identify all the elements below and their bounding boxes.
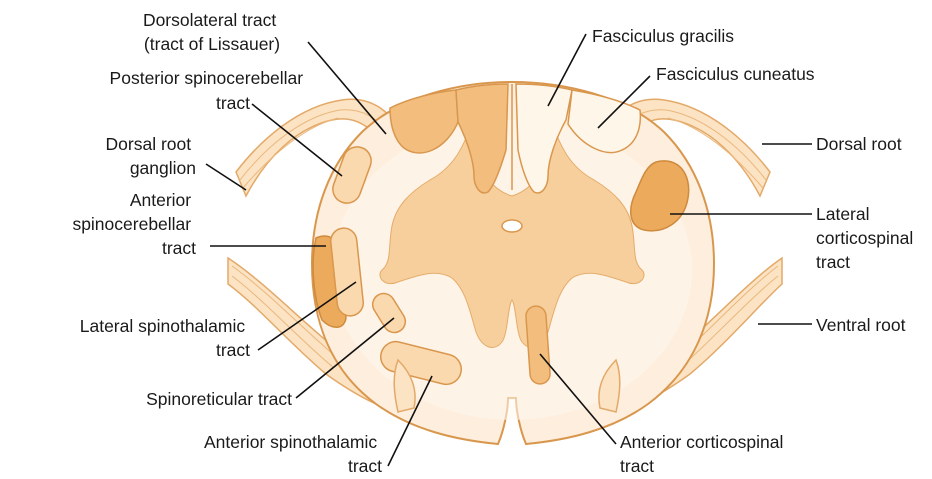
label-anterior-spinothalamic: Anterior spinothalamic tract bbox=[204, 432, 382, 476]
label-fasciculus-cuneatus: Fasciculus cuneatus bbox=[656, 64, 815, 84]
label-dorsal-root: Dorsal root bbox=[816, 134, 902, 154]
label-anterior-spinocerebellar: Anterior spinocerebellar tract bbox=[72, 190, 196, 258]
label-anterior-corticospinal: Anterior corticospinal tract bbox=[620, 432, 788, 476]
central-canal bbox=[502, 220, 522, 232]
label-fasciculus-gracilis: Fasciculus gracilis bbox=[592, 26, 734, 46]
label-dorsal-root-ganglion: Dorsal root ganglion bbox=[106, 134, 196, 178]
label-dorsolateral-tract: Dorsolateral tract (tract of Lissauer) bbox=[143, 10, 281, 54]
label-ventral-root: Ventral root bbox=[816, 315, 906, 335]
label-lateral-corticospinal: Lateral corticospinal tract bbox=[816, 204, 918, 272]
label-posterior-spinocerebellar: Posterior spinocerebellar tract bbox=[110, 68, 308, 113]
label-spinoreticular: Spinoreticular tract bbox=[146, 389, 292, 409]
label-lateral-spinothalamic: Lateral spinothalamic tract bbox=[80, 316, 250, 360]
